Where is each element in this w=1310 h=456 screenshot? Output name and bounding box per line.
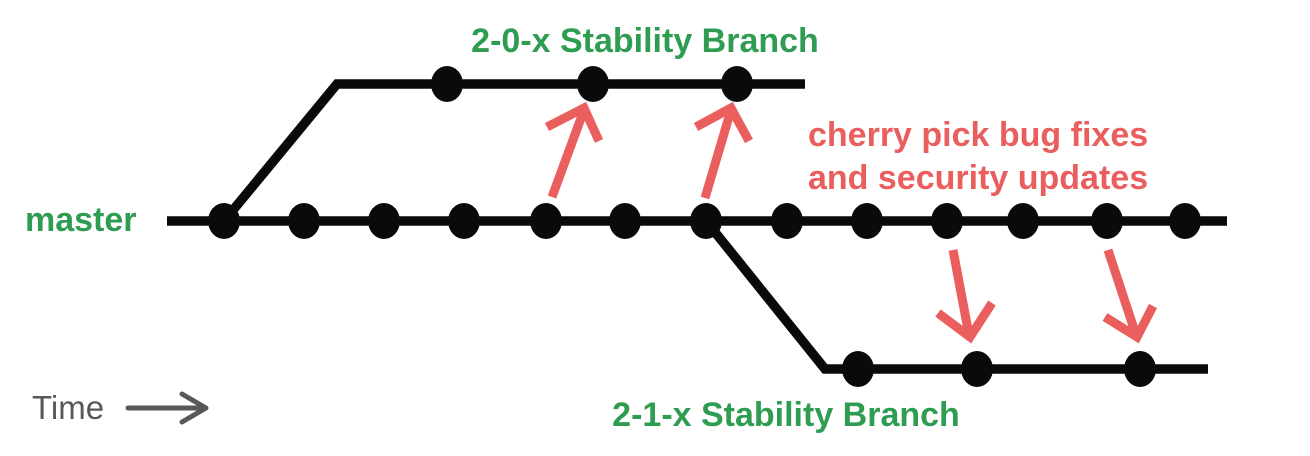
cherry-pick-note-line-1: cherry pick bug fixes bbox=[808, 116, 1148, 154]
commit-dot-2-0-x-stability bbox=[577, 66, 609, 102]
master-branch-label: master bbox=[25, 201, 137, 239]
commit-dot-master bbox=[368, 203, 400, 239]
commit-dot-master bbox=[771, 203, 803, 239]
cherry-pick-arrow-up-shaft bbox=[700, 108, 736, 200]
time-axis-label: Time bbox=[32, 389, 104, 426]
commit-dot-2-1-x-stability bbox=[961, 351, 993, 387]
commit-dot-master bbox=[530, 203, 562, 239]
commit-dot-master bbox=[1169, 203, 1201, 239]
commit-dot-master bbox=[1091, 203, 1123, 239]
commit-dot-master bbox=[208, 203, 240, 239]
commit-dot-2-1-x-stability bbox=[842, 351, 874, 387]
cherry-pick-arrows bbox=[544, 101, 1157, 344]
commit-dot-2-0-x-stability bbox=[431, 66, 463, 102]
commit-dot-master bbox=[851, 203, 883, 239]
cherry-pick-arrow-up-head bbox=[544, 101, 604, 143]
branch-line-2-1-x-stability bbox=[702, 218, 1208, 374]
cherry-pick-arrow-down-shaft bbox=[1103, 248, 1141, 337]
time-arrow-head bbox=[179, 391, 209, 425]
cherry-pick-arrow-down-shaft bbox=[948, 249, 974, 336]
commit-dot-master bbox=[609, 203, 641, 239]
commit-dots bbox=[208, 66, 1201, 387]
commit-dot-master bbox=[288, 203, 320, 239]
commit-dot-master bbox=[931, 203, 963, 239]
cherry-pick-arrow-down-head bbox=[1102, 303, 1157, 344]
time-arrow-icon bbox=[125, 391, 209, 425]
cherry-pick-arrow-up-head bbox=[693, 101, 753, 144]
branch-line-2-0-x-stability bbox=[220, 79, 805, 225]
cherry-pick-arrow-up-shaft bbox=[547, 108, 589, 199]
branch-2-1-x-label: 2-1-x Stability Branch bbox=[612, 396, 960, 434]
commit-dot-2-0-x-stability bbox=[721, 66, 753, 102]
branch-2-0-x-label: 2-0-x Stability Branch bbox=[471, 22, 819, 60]
cherry-pick-note-line-2: and security updates bbox=[808, 159, 1148, 197]
commit-dot-2-1-x-stability bbox=[1124, 351, 1156, 387]
commit-dot-master bbox=[448, 203, 480, 239]
cherry-pick-arrow-down-head bbox=[935, 300, 996, 344]
commit-dot-master bbox=[690, 203, 722, 239]
commit-dot-master bbox=[1007, 203, 1039, 239]
